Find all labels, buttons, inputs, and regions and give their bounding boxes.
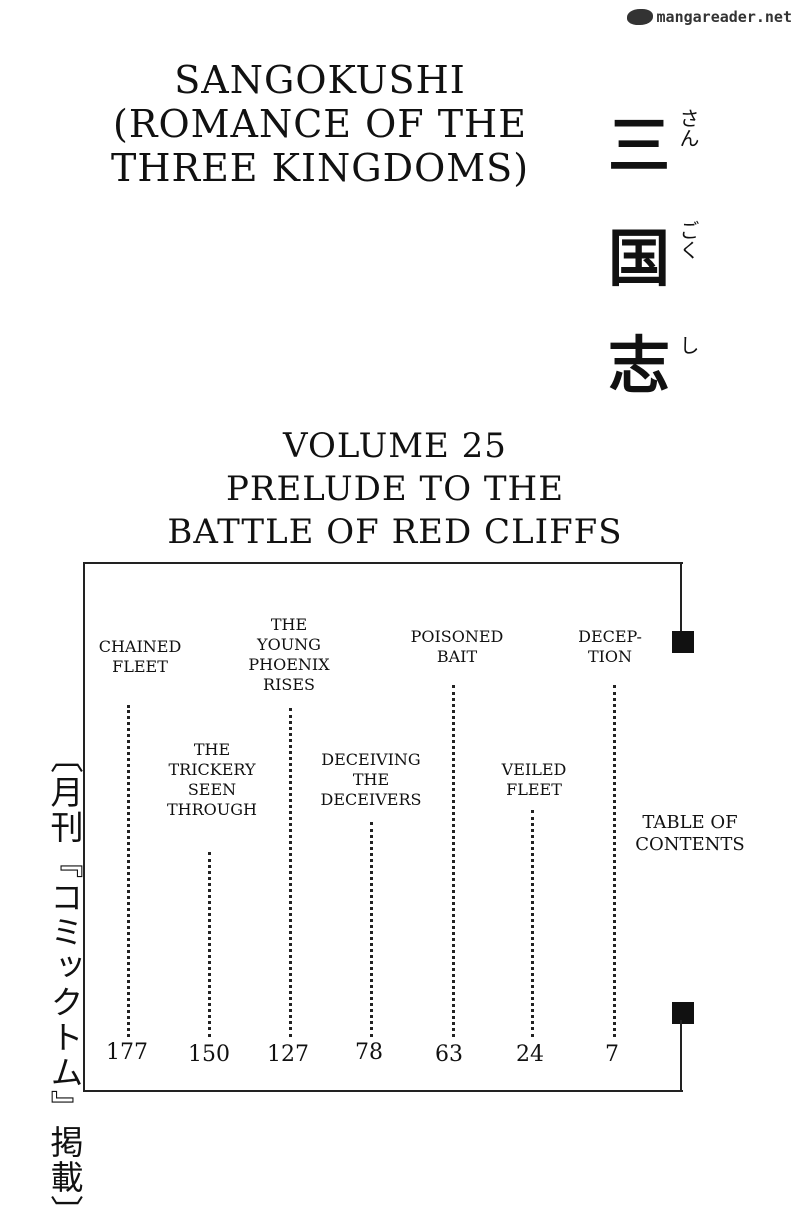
page-number: 78 xyxy=(355,1040,383,1065)
title-line: Poisoned xyxy=(410,627,504,646)
volume-line: Prelude to the xyxy=(225,469,565,509)
contents-frame xyxy=(83,562,683,1092)
furigana-goku: ごく xyxy=(676,220,700,260)
kanji-shi: 志 xyxy=(607,329,670,402)
page-number: 7 xyxy=(605,1042,619,1067)
title-line: Young xyxy=(257,635,321,654)
title-line: Deceivers xyxy=(320,790,422,809)
title-line: Rises xyxy=(263,675,315,694)
magazine-note: 〔月刊『コミックトム』掲載〕 xyxy=(45,740,84,1223)
title-line: Fleet xyxy=(506,780,562,799)
title-line: The xyxy=(270,615,308,634)
watermark-text: mangareader.net xyxy=(656,8,792,26)
page-number: 24 xyxy=(516,1042,544,1067)
title-line: the xyxy=(352,770,390,789)
page-number: 177 xyxy=(106,1040,148,1065)
title-line: Through xyxy=(166,800,257,819)
page-number: 63 xyxy=(435,1042,463,1067)
volume-title: Volume 25 Prelude to the Battle of Red C… xyxy=(150,425,640,554)
chapter-title: Decep- tion xyxy=(550,627,670,667)
dotted-leader xyxy=(208,852,211,1037)
title-line: Deceiving xyxy=(321,750,421,769)
dotted-leader xyxy=(289,708,292,1037)
frame-right-line xyxy=(680,1020,682,1090)
chapter-title: Chained Fleet xyxy=(80,637,200,677)
dotted-leader xyxy=(613,685,616,1037)
chapter-title: Poisoned Bait xyxy=(397,627,517,667)
frame-square-bottom xyxy=(672,1002,694,1024)
title-line: Decep- xyxy=(578,627,642,646)
watermark: mangareader.net xyxy=(626,8,792,26)
chapter-title: The Young Phoenix Rises xyxy=(229,615,349,695)
title-line: Fleet xyxy=(112,657,168,676)
chapter-title: The Trickery Seen Through xyxy=(152,740,272,820)
kanji-san: 三 xyxy=(607,109,670,182)
title-line: The xyxy=(193,740,231,759)
table-of-contents-label: Table of Contents xyxy=(620,812,760,856)
dotted-leader xyxy=(370,822,373,1037)
furigana-shi: し xyxy=(676,335,700,355)
chapter-title: Veiled Fleet xyxy=(474,760,594,800)
dotted-leader xyxy=(127,705,130,1037)
dotted-leader xyxy=(452,685,455,1037)
volume-line: Battle of Red Cliffs xyxy=(167,512,623,552)
page-number: 127 xyxy=(267,1042,309,1067)
series-title: Sangokushi (Romance of the Three Kingdom… xyxy=(60,58,580,190)
title-line: Sangokushi xyxy=(174,58,466,102)
toc-line: Table of xyxy=(642,812,738,833)
title-line: Bait xyxy=(436,647,478,666)
title-line: Phoenix xyxy=(248,655,330,674)
title-line: tion xyxy=(587,647,633,666)
page-number: 150 xyxy=(188,1042,230,1067)
title-line: Veiled xyxy=(501,760,567,779)
title-line: (Romance of the xyxy=(113,102,527,146)
volume-line: Volume 25 xyxy=(283,426,507,466)
title-line: Seen xyxy=(187,780,237,799)
chapter-title: Deceiving the Deceivers xyxy=(311,750,431,810)
dotted-leader xyxy=(531,810,534,1037)
title-line: Chained xyxy=(98,637,182,656)
frame-right-line xyxy=(680,562,682,642)
title-line: Trickery xyxy=(168,760,256,779)
frame-square-top xyxy=(672,631,694,653)
title-line: Three Kingdoms) xyxy=(110,146,530,190)
toc-line: Contents xyxy=(635,834,745,855)
furigana-san: さん xyxy=(676,108,700,148)
kanji-goku: 国 xyxy=(607,222,670,295)
watermark-logo-icon xyxy=(626,9,653,25)
